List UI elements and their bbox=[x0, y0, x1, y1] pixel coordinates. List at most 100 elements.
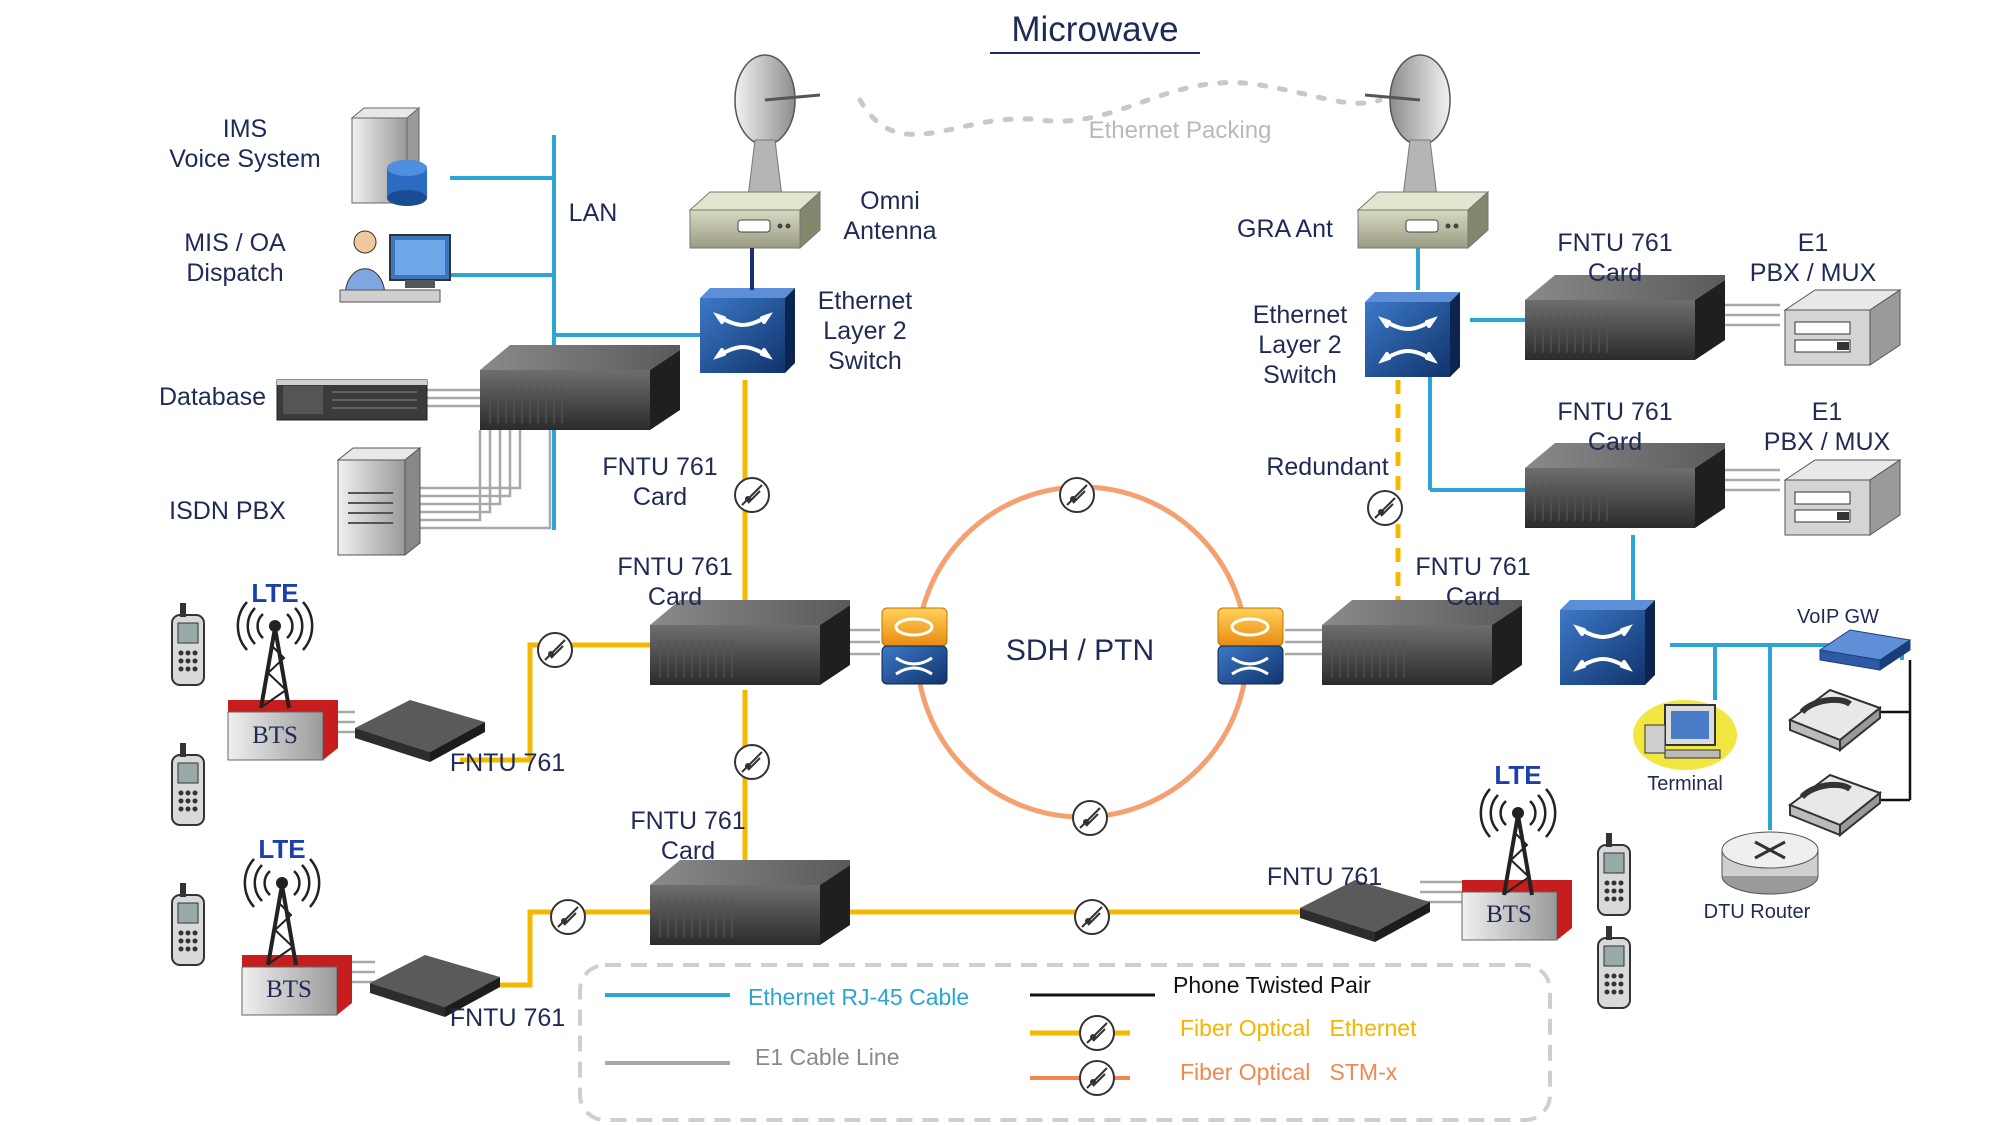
switch-left-line3: Switch bbox=[828, 347, 902, 375]
isdn-pbx-icon bbox=[336, 446, 422, 557]
legend-fiber-marker bbox=[1079, 1060, 1115, 1096]
ethernet-packing-link bbox=[857, 80, 1383, 137]
fntu-card-left-top-label: FNTU 761 Card bbox=[595, 452, 725, 512]
fntu-card-text: FNTU 761 bbox=[1415, 553, 1531, 581]
fiber-marker bbox=[734, 477, 770, 513]
fiber-marker bbox=[537, 632, 573, 668]
pbx-mux-text: PBX / MUX bbox=[1763, 428, 1891, 456]
desk-phone-icon bbox=[1790, 690, 1880, 750]
legend-fiber-optical-text: Fiber Optical bbox=[1180, 1059, 1311, 1085]
fiber-marker bbox=[1059, 477, 1095, 513]
card-text: Card bbox=[1445, 583, 1501, 611]
legend-fiber-stm-label: Fiber Optical STM-x bbox=[1180, 1057, 1397, 1087]
switch-right-line2: Layer 2 bbox=[1258, 331, 1342, 359]
switch-right-line3: Switch bbox=[1263, 361, 1337, 389]
legend-stm-text: STM-x bbox=[1329, 1059, 1398, 1085]
fntu-card-left-top bbox=[479, 344, 681, 431]
gra-ant-label: GRA Ant bbox=[1237, 215, 1333, 243]
legend-e1-label: E1 Cable Line bbox=[755, 1044, 900, 1070]
ims-label-line2: Voice System bbox=[169, 145, 321, 173]
isdn-pbx-label: ISDN PBX bbox=[169, 497, 286, 525]
fiber-marker bbox=[1072, 800, 1108, 836]
fntu-card-text: FNTU 761 bbox=[1557, 229, 1673, 257]
fiber-marker bbox=[1367, 490, 1403, 526]
desk-phone-icon bbox=[1790, 775, 1880, 835]
e1-pbx-mux-bottom-icon bbox=[1784, 459, 1901, 536]
phone-lines bbox=[1880, 660, 1912, 802]
bts-right-label: BTS bbox=[1486, 901, 1532, 928]
e1-text: E1 bbox=[1811, 398, 1843, 426]
gra-antenna-odu-icon bbox=[1357, 191, 1489, 249]
gra-antenna-dish-icon bbox=[1363, 53, 1452, 207]
mis-label-line1: MIS / OA bbox=[184, 229, 286, 257]
card-text: Card bbox=[660, 837, 716, 865]
fiber-marker bbox=[550, 899, 586, 935]
legend-ethernet-text: Ethernet bbox=[1329, 1015, 1417, 1041]
legend-phone-label: Phone Twisted Pair bbox=[1173, 972, 1371, 998]
mobile-phone-icon bbox=[171, 742, 205, 826]
fntu-card-left-mid bbox=[649, 599, 851, 686]
lan-label: LAN bbox=[568, 199, 618, 227]
sdh-ptn-label: SDH / PTN bbox=[1005, 634, 1155, 667]
ims-server-icon bbox=[350, 106, 427, 206]
fntu-card-text: FNTU 761 bbox=[630, 807, 746, 835]
card-text: Card bbox=[647, 583, 703, 611]
lte-label-left-top: LTE bbox=[251, 578, 299, 608]
lte-tower-left-top-icon bbox=[235, 600, 315, 710]
switch-left-line2: Layer 2 bbox=[823, 317, 907, 345]
mis-label: MIS / OA Dispatch bbox=[160, 228, 310, 288]
ims-label-line1: IMS bbox=[222, 115, 268, 143]
legend-box bbox=[578, 963, 1552, 1122]
operator-workstation-icon bbox=[339, 230, 451, 303]
legend-fiber-optical-text: Fiber Optical bbox=[1180, 1015, 1311, 1041]
ims-label: IMS Voice System bbox=[160, 114, 330, 174]
mobile-phone-icon bbox=[171, 882, 205, 966]
fiber-ethernet-lines bbox=[460, 380, 1305, 988]
fntu-card-left-mid-label: FNTU 761 Card bbox=[610, 552, 740, 612]
ethernet-switch-left-icon bbox=[698, 286, 797, 375]
odf-right-icon bbox=[1216, 606, 1285, 686]
bts-left-top-label: BTS bbox=[252, 722, 298, 749]
legend-fiber-marker bbox=[1079, 1015, 1115, 1051]
omni-antenna-odu-icon bbox=[689, 191, 821, 249]
e1-pbx-mux-top-icon bbox=[1784, 289, 1901, 366]
fntu-modem-left-bottom-label: FNTU 761 bbox=[449, 1004, 566, 1032]
switch-left-line1: Ethernet bbox=[817, 287, 913, 315]
ethernet-switch-right-icon bbox=[1363, 290, 1462, 379]
fiber-marker bbox=[1074, 899, 1110, 935]
fntu-card-right-mid-label: FNTU 761 Card bbox=[1408, 552, 1538, 612]
omni-label-line1: Omni bbox=[860, 187, 920, 215]
legend-ethernet-label: Ethernet RJ-45 Cable bbox=[748, 984, 970, 1010]
omni-antenna-dish-icon bbox=[733, 53, 822, 207]
voip-gateway-icon bbox=[1818, 629, 1912, 671]
fntu-modem-left-top-label: FNTU 761 bbox=[449, 749, 566, 777]
fntu-card-text: FNTU 761 bbox=[602, 453, 718, 481]
mobile-phone-icon bbox=[1597, 832, 1631, 916]
fntu-card-text: FNTU 761 bbox=[1557, 398, 1673, 426]
e1-pbx-mux-bottom-label: E1 PBX / MUX bbox=[1752, 397, 1902, 457]
legend-fiber-ethernet-label: Fiber Optical Ethernet bbox=[1180, 1013, 1417, 1043]
switch-right-label: Ethernet Layer 2 Switch bbox=[1240, 300, 1360, 390]
omni-label-line2: Antenna bbox=[843, 217, 937, 245]
redundant-label: Redundant bbox=[1266, 453, 1389, 481]
lte-label-right: LTE bbox=[1494, 760, 1542, 790]
fntu-card-right-top2-label: FNTU 761 Card bbox=[1550, 397, 1680, 457]
mobile-phone-icon bbox=[171, 602, 205, 686]
fntu-card-left-bottom-label: FNTU 761 Card bbox=[623, 806, 753, 866]
switch-bottom-right-icon bbox=[1558, 598, 1657, 687]
dtu-router-label: DTU Router bbox=[1703, 901, 1811, 923]
odf-left-icon bbox=[880, 606, 949, 686]
mobile-phone-icon bbox=[1597, 925, 1631, 1009]
mis-label-line2: Dispatch bbox=[186, 259, 284, 287]
pbx-mux-text: PBX / MUX bbox=[1749, 259, 1877, 287]
card-text: Card bbox=[1587, 428, 1643, 456]
terminal-icon bbox=[1633, 700, 1737, 770]
switch-left-label: Ethernet Layer 2 Switch bbox=[805, 286, 925, 376]
database-server-icon bbox=[276, 379, 428, 421]
ethernet-packing-label: Ethernet Packing bbox=[1088, 117, 1272, 144]
fiber-marker bbox=[734, 744, 770, 780]
terminal-label: Terminal bbox=[1647, 773, 1723, 795]
fntu-card-left-bottom bbox=[649, 859, 851, 946]
omni-antenna-label: Omni Antenna bbox=[835, 186, 945, 246]
